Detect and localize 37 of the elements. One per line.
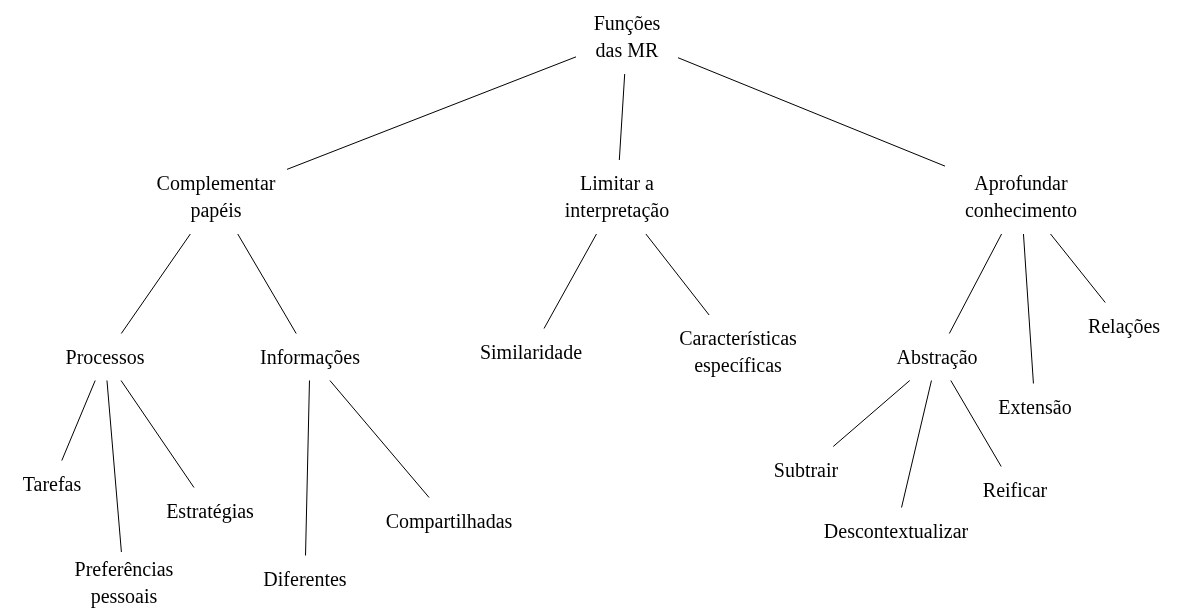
node-label: Estratégias [166,498,254,525]
node-label: Extensão [998,394,1072,420]
connector-line [901,380,932,508]
connector-line [948,233,1003,334]
node-label: Preferências pessoais [73,557,175,610]
node-label: Aprofundar conhecimento [963,171,1079,223]
connector-line [286,56,577,170]
connector-line [61,380,96,461]
connector-line [950,380,1002,467]
connector-line [120,380,195,488]
connector-line [832,380,911,447]
node-label: Informações [260,344,360,371]
node-label: Similaridade [479,339,583,365]
connector-line [645,233,710,316]
node-label: Abstração [896,344,978,371]
connector-line [677,57,946,167]
node-label: Limitar a interpretação [563,171,671,224]
node-label: Tarefas [22,471,82,497]
connector-line [329,380,430,498]
node-label: Reificar [982,477,1048,503]
connector-line [543,233,597,329]
connector-line [106,380,122,553]
node-label: Diferentes [263,566,347,592]
node-label: Características específicas [678,326,798,379]
node-label: Compartilhadas [385,508,513,535]
node-label: Descontextualizar [823,518,969,544]
connector-line [305,380,310,556]
connector-line [237,233,297,334]
node-label: Funções das MR [592,11,662,63]
node-label: Relações [1087,313,1161,340]
connector-line [120,233,191,334]
node-label: Subtrair [773,457,839,483]
node-label: Complementar papéis [155,171,277,224]
connector-line [1022,233,1034,384]
connector-line [1050,233,1106,303]
connector-line [618,73,626,161]
node-label: Processos [65,344,145,370]
